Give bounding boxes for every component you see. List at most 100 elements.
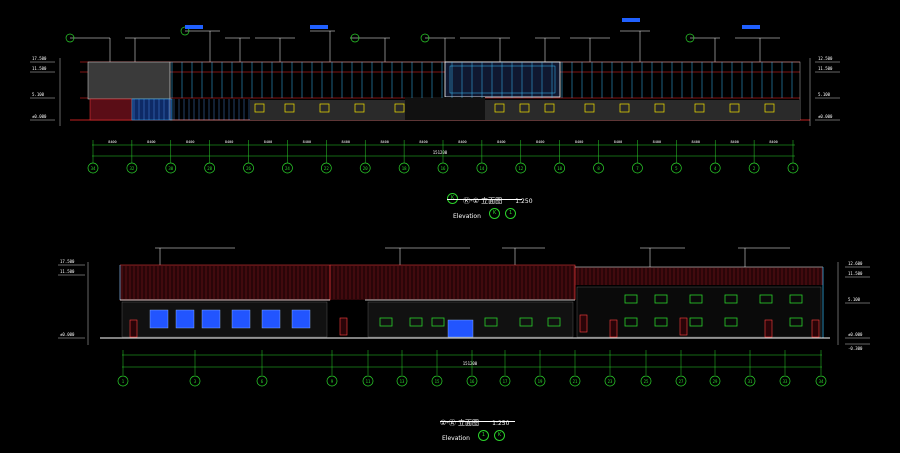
bottom-grid-bubble [466, 375, 478, 387]
top-span-dim: 8400 [225, 140, 233, 144]
top-grid-label: 22 [324, 166, 329, 171]
top-grid-label: 8 [597, 166, 600, 171]
top-sub-bubble-from: K [488, 208, 500, 219]
top-grid-label: 2 [753, 166, 756, 171]
top-scale: 1:250 [515, 198, 533, 205]
top-grid-bubble [165, 162, 177, 174]
top-span-dim: 8400 [769, 140, 777, 144]
loading-dock-door [447, 319, 474, 338]
top-grid-label: 16 [441, 166, 446, 171]
bottom-level-left-2: ±0.000 [60, 332, 75, 337]
bottom-scale: 1:250 [492, 420, 510, 427]
bottom-grid-label: 11 [366, 379, 371, 384]
elevation-top: 17.500 11.500 5.100 ±0.000 12.500 11.500… [30, 18, 840, 174]
top-grid-bubble [398, 162, 410, 174]
top-span-dim: 8400 [692, 140, 700, 144]
bottom-level-right-3: ±0.000 [848, 332, 863, 337]
facade-window [284, 103, 295, 113]
bottom-grid-label: 29 [713, 379, 718, 384]
bottom-grid-bubble [189, 375, 201, 387]
top-grid-bubble [126, 162, 138, 174]
top-span-dim: 8400 [653, 140, 661, 144]
loading-dock-door [261, 309, 281, 329]
bottom-grid-bubble [362, 375, 374, 387]
bottom-grid-bubble [256, 375, 268, 387]
top-title-underline [447, 199, 522, 200]
top-subtitle-block: Elevation K 1 [453, 203, 517, 222]
top-title-bubble-from: K [447, 193, 458, 204]
loading-dock-door [231, 309, 251, 329]
top-grid-label: 5 [675, 166, 678, 171]
bottom-subtitle: Elevation [442, 435, 470, 442]
bottom-grid-label: 34 [819, 379, 824, 384]
bottom-sub-bubble-to: K [494, 430, 506, 441]
elevation-window [654, 317, 668, 327]
bottom-title-underline [440, 421, 515, 422]
bottom-grid-bubble [431, 375, 443, 387]
elevation-door [679, 317, 688, 336]
top-grid-bubble [593, 162, 604, 174]
elevation-window [789, 317, 803, 327]
top-level-right-0: 12.500 [818, 56, 833, 61]
top-span-dim: 8400 [147, 140, 155, 144]
bottom-level-markers [58, 262, 870, 345]
top-grid-bubble [87, 162, 99, 174]
top-span-dim: 8400 [108, 140, 116, 144]
elevation-window [789, 294, 803, 304]
bottom-grid-bubble [709, 375, 721, 387]
elevation-door [339, 317, 348, 336]
facade-window [584, 103, 595, 113]
facade-window [354, 103, 365, 113]
top-span-dim: 8400 [264, 140, 272, 144]
top-level-left-2: 5.100 [32, 92, 45, 97]
bottom-level-right-2: 5.100 [848, 297, 861, 302]
elevation-door [579, 314, 588, 333]
bottom-title: ①-Ⓐ 立面图 [440, 419, 480, 427]
top-span-dim: 8400 [380, 140, 388, 144]
elevation-window [519, 317, 533, 327]
top-grid-label: 18 [402, 166, 407, 171]
elevation-bottom: 17.500 11.500 ±0.000 12.600 11.500 5.100… [58, 247, 870, 387]
top-grid-label: 14 [479, 166, 484, 171]
facade-window [254, 103, 265, 113]
bottom-level-right-1: 11.500 [848, 271, 863, 276]
bottom-grid-bubble [396, 375, 408, 387]
top-grid-label: 12 [518, 166, 523, 171]
bottom-grid-label: 33 [783, 379, 788, 384]
top-span-dim: 8400 [575, 140, 583, 144]
top-sub-bubble-to: 1 [505, 208, 517, 219]
top-span-dim: 8400 [497, 140, 505, 144]
elevation-window [431, 317, 445, 327]
top-grid-label: 30 [168, 166, 173, 171]
elevation-window [759, 294, 773, 304]
elevation-window [654, 294, 668, 304]
top-grid-bubble [243, 162, 254, 174]
top-grid-bubble [709, 162, 721, 174]
elevation-door [811, 319, 820, 338]
bottom-grid-label: 25 [644, 379, 649, 384]
top-level-markers [30, 58, 840, 126]
top-grid-label: 34 [91, 166, 96, 171]
elevation-window [484, 317, 498, 327]
bottom-grid-bubble [604, 375, 616, 387]
loading-dock-door [201, 309, 221, 329]
facade-window [494, 103, 505, 113]
top-grid-bubble [670, 162, 682, 174]
top-subtitle: Elevation [453, 213, 481, 220]
bottom-grid-label: 27 [679, 379, 684, 384]
bottom-grid-label: 13 [400, 379, 405, 384]
top-grid-bubble [632, 162, 643, 174]
bottom-grid-bubble [534, 375, 546, 387]
top-grid-label: 28 [207, 166, 212, 171]
bottom-grid-bubble [117, 375, 129, 387]
top-span-dim: 8400 [458, 140, 466, 144]
loading-dock-door [149, 309, 169, 329]
elevation-window [724, 294, 738, 304]
bottom-grid-label: 16 [470, 379, 475, 384]
bottom-grid-label: 19 [538, 379, 543, 384]
bottom-callouts [155, 247, 790, 300]
bottom-level-right-4: -0.300 [848, 346, 863, 351]
top-grid-bubble [515, 162, 527, 174]
